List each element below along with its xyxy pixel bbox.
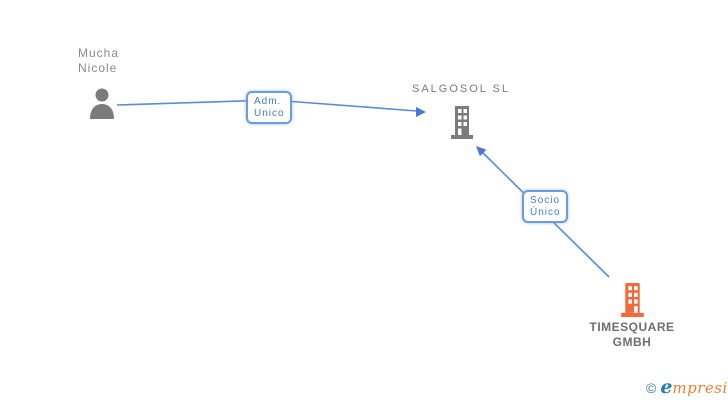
company-main-label[interactable]: SALGOSOL SL (411, 83, 511, 95)
edge-label-socio-line1: Socio (530, 195, 561, 206)
brand-rest: mpresia (672, 379, 728, 397)
empresia-logo[interactable]: © empresia (646, 376, 728, 398)
brand-initial: e (660, 376, 673, 398)
edge-label-socio-unico: Socio Único (522, 190, 568, 223)
person-icon[interactable] (87, 87, 117, 119)
brand-wordmark: empresia (660, 376, 728, 398)
edge-label-adm-unico: Adm. Unico (246, 91, 292, 124)
building-icon[interactable] (616, 283, 649, 317)
building-icon[interactable] (446, 106, 478, 139)
person-node-label[interactable]: Mucha Nicole (78, 46, 120, 75)
building-icon-glyph (451, 106, 473, 139)
edge-socio-arrowhead (476, 146, 487, 157)
edge-label-adm-line1: Adm. (254, 96, 282, 107)
copyright-icon: © (646, 380, 657, 396)
edge-label-socio-line2: Único (530, 207, 561, 218)
edge-label-adm-line2: Unico (254, 108, 285, 119)
person-icon-glyph (90, 88, 114, 119)
edge-adm-arrowhead (416, 107, 426, 117)
building-icon-glyph (621, 283, 644, 317)
company-shareholder-label[interactable]: TIMESQUARE GMBH (589, 320, 675, 349)
